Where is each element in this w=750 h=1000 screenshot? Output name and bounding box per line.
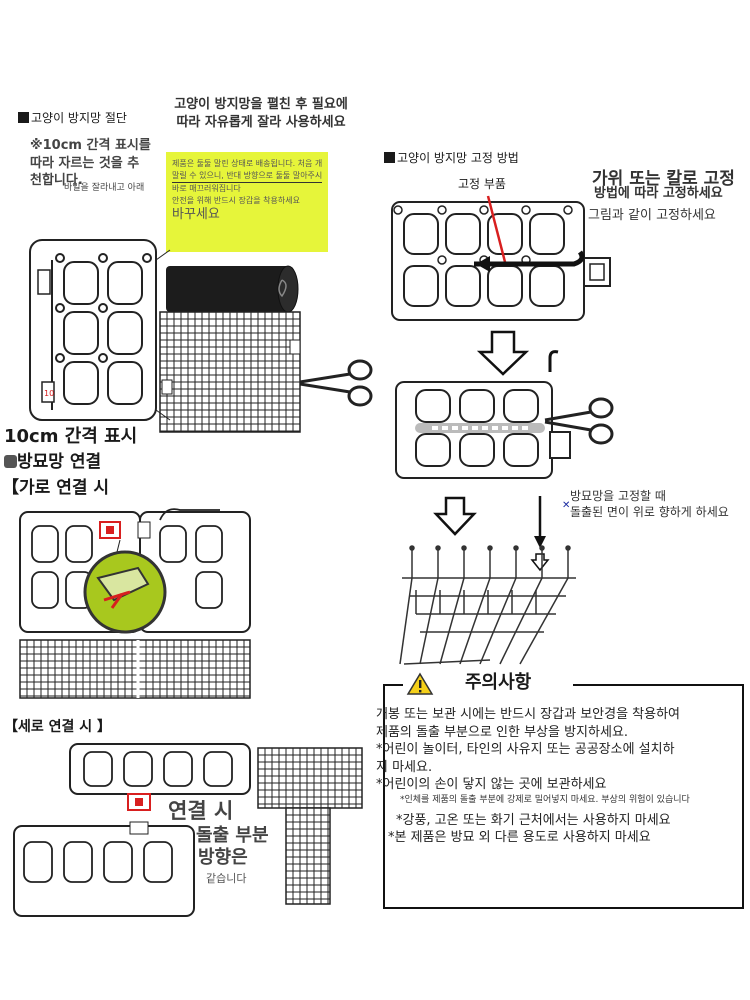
cut-note-line: ※10cm 간격 표시를 [30,138,151,153]
vertical-connect-label: 【세로 연결 시 】 [4,719,112,735]
cut-title: 고양이 방지망 절단 [18,110,127,126]
square-bullet-icon [384,152,395,163]
overlay-text-big: 돌출 부분 [196,825,269,846]
fix-note: 방묘망을 고정할 때 돌출된 면이 위로 향하게 하세요 [570,488,729,520]
spike-net-part [419,577,439,665]
fix-right-line: 그림과 같이 고정하세요 [588,208,716,223]
warning-triangle-icon [406,672,434,695]
fix-right-line: 가위 또는 칼로 고정 [592,169,735,189]
connect-title: 방묘망 연결 [4,452,101,473]
warning-header: 주의사항 [403,670,573,698]
warning-line: *본 제품은 방묘 외 다른 용도로 사용하지 마세요 [388,830,651,846]
yellow-note-line: 바꾸세요 [172,207,220,222]
spike-net-part [565,545,571,551]
spike-net-part [479,577,517,665]
warning-line: *인체를 제품의 돌출 부분에 강제로 밀어넣지 마세요. 부상의 위험이 있습… [400,794,690,805]
fix-note-line: 돌출된 면이 위로 향하게 하세요 [570,505,729,520]
overlay-text-small: 같습니다 [206,872,247,885]
warning-line: *어린이의 손이 닿지 않는 곳에 보관하세요 [376,777,607,793]
warning-text-block: 개봉 또는 보관 시에는 반드시 장갑과 보안경을 착용하여 제품의 돌출 부분… [376,706,748,847]
square-bullet-icon [18,112,29,123]
spike-net-part [435,545,441,551]
interval-label: 10cm 간격 표시 [4,426,138,447]
warning-title: 주의사항 [465,672,532,693]
cut-note-line: 천합니다. [30,173,83,189]
yellow-note-line: 안전을 위해 반드시 장갑을 착용하세요 [172,196,300,205]
connect-title-text: 방묘망 연결 [17,452,102,472]
spike-net-part [519,577,569,665]
scissors-icon [299,359,373,407]
sparkle-icon: ✕ [562,500,571,511]
spike-net-part [487,545,493,551]
spike-net-part [439,577,465,665]
cut-title-text: 고양이 방지망 절단 [31,111,127,125]
spike-net-part [459,577,491,665]
warning-box [383,684,744,909]
spike-net-part [499,577,543,665]
square-bullet-icon [4,455,17,468]
fix-title-text: 고양이 방지망 고정 방법 [397,151,519,165]
scissors-icon [544,397,614,445]
yellow-highlight-note: 제품은 둘둘 말린 상태로 배송됩니다. 처음 개봉 시 말릴 수 있으니, 반… [166,152,328,252]
fix-right-line: 방법에 따라 고정하세요 [594,186,723,201]
warning-line: 개봉 또는 보관 시에는 반드시 장갑과 보안경을 착용하여 [376,707,681,722]
spike-net-part [539,545,545,551]
cut-note: ※10cm 간격 표시를 따라 자르는 것을 추 천합니다. [30,137,170,190]
cut-note-line: 따라 자르는 것을 추 [30,155,140,171]
spike-net-part [399,577,413,665]
warning-line: *강풍, 고온 또는 화기 근처에서는 사용하지 마세요 [396,812,671,828]
warning-line: 지 마세요. [376,759,433,775]
overlay-text-big: 방향은 [198,847,248,868]
fix-note-line: 방묘망을 고정할 때 [570,489,666,503]
fix-title: 고양이 방지망 고정 방법 [384,150,519,166]
part-label: 고정 부품 [458,177,506,191]
spike-net-part [461,545,467,551]
top-note-line: 고양이 방지망을 펼친 후 필요에 [174,97,348,112]
warning-line: *어린이 놀이터, 타인의 사유지 또는 공공장소에 설치하 [376,742,675,758]
overlay-text-big: 연결 시 [168,799,234,823]
spike-net-part [403,659,491,665]
spike-net-part [409,545,415,551]
svg-text:10: 10 [44,389,54,398]
yellow-note-line: 제품은 둘둘 말린 상태로 배송됩니다. 처음 개봉 시 [172,159,322,168]
top-note-line: 따라 자유롭게 잘라 사용하세요 [176,114,346,130]
yellow-note-line: 말릴 수 있으니, 반대 방향으로 둘둘 말아주시면 [172,170,322,183]
top-note: 고양이 방지망을 펼친 후 필요에 따라 자유롭게 잘라 사용하세요 [156,96,366,131]
horizontal-connect-label: 【가로 연결 시 [2,478,110,498]
spike-net-part [513,545,519,551]
yellow-note-line: 바로 매끄러워집니다 [172,184,241,193]
cut-note-overlap: 바일을 잘라내고 아래 [64,183,145,193]
warning-line: 제품의 돌출 부분으로 인한 부상을 방지하세요. [376,724,629,740]
